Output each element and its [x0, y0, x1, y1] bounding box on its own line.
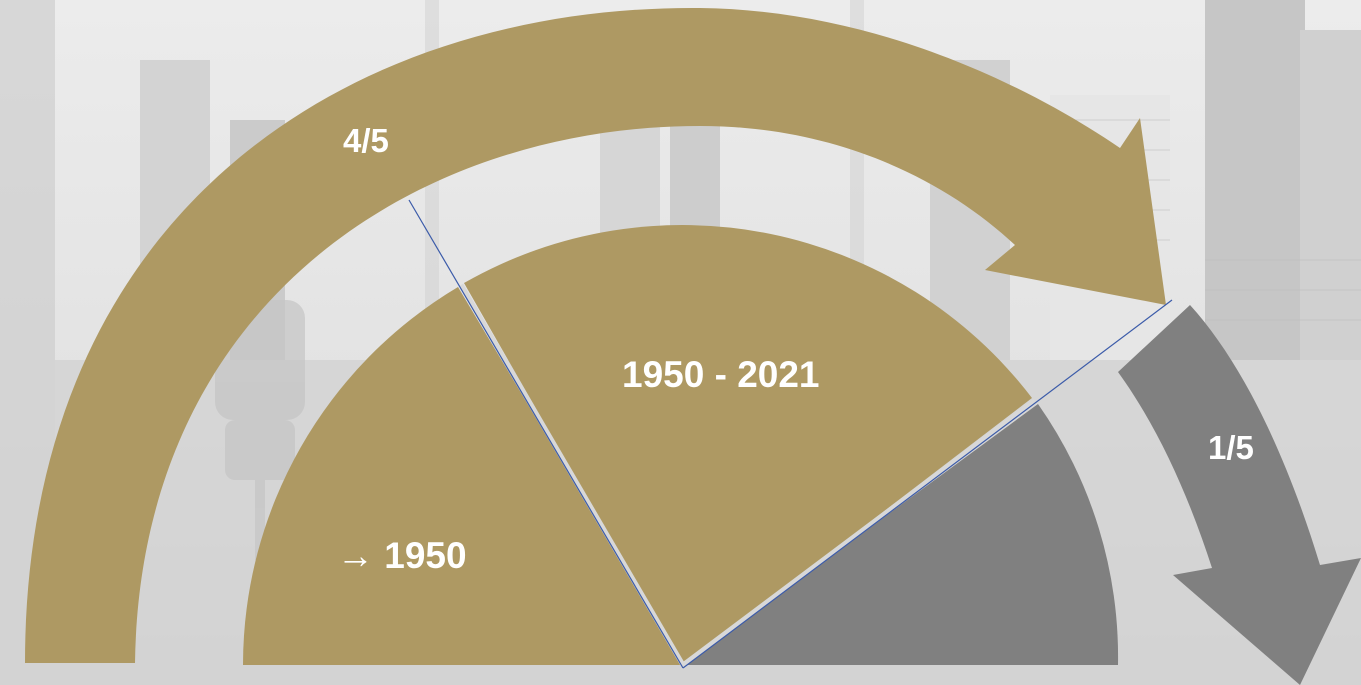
segment-gap-2	[681, 399, 1037, 667]
segment-gap-1	[458, 283, 686, 667]
right-arrow-1-5	[1118, 305, 1361, 685]
segment-before-label: → 1950	[337, 535, 467, 576]
segment-before-1950	[243, 287, 683, 665]
segment-after-2021	[683, 404, 1119, 665]
divider-line-right	[682, 299, 1173, 669]
divider-line-left	[408, 199, 684, 669]
segment-1950-2021	[464, 225, 1032, 665]
outer-arrow-label: 4/5	[343, 122, 389, 159]
segment-after-label: 1950 - 2021	[622, 354, 820, 395]
outer-arrow-4-5	[25, 7, 1166, 663]
right-arrow-label: 1/5	[1208, 429, 1254, 466]
